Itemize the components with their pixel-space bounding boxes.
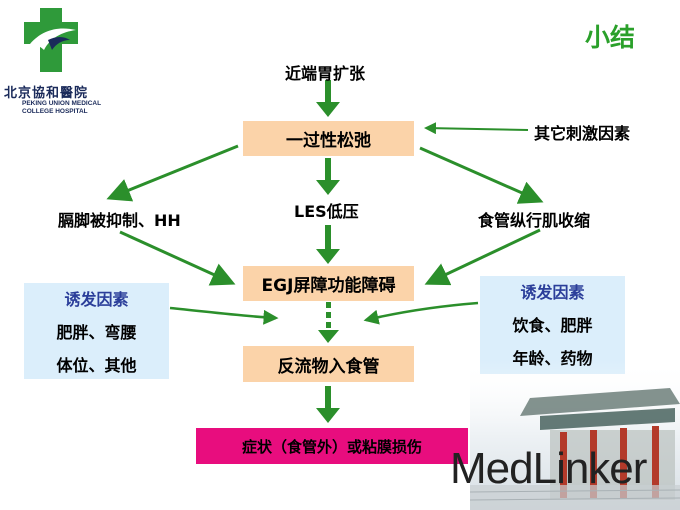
- tlesr-box: 一过性松弛: [243, 121, 414, 156]
- right-factors-line1: 饮食、肥胖: [512, 316, 593, 335]
- slide-title: 小结: [585, 23, 636, 52]
- arrow-top-to-tlesr: [316, 80, 340, 117]
- dotted-arrow-egj-to-reflux: [318, 302, 339, 343]
- symptoms-result-box: 症状（食管外）或粘膜损伤: [196, 428, 468, 464]
- crural-inhibition-label: 膈脚被抑制、HH: [58, 211, 181, 230]
- arrow-tlesr-to-left: [106, 144, 239, 202]
- left-factors-line2: 体位、其他: [56, 356, 137, 375]
- left-trigger-factors: 诱发因素 肥胖、弯腰 体位、其他: [24, 283, 169, 379]
- logo-cross-icon: [24, 8, 78, 72]
- egj-dysfunction-box: EGJ屏障功能障碍: [243, 266, 414, 301]
- arrow-right-factors: [363, 301, 479, 325]
- arrow-left-factors: [169, 306, 279, 325]
- les-low-pressure-label: LES低压: [294, 202, 359, 221]
- reflux-box: 反流物入食管: [243, 346, 414, 382]
- arrow-tlesr-to-les: [316, 158, 340, 195]
- left-factors-heading: 诱发因素: [64, 290, 129, 309]
- arrow-left-to-egj: [119, 230, 236, 286]
- arrow-reflux-to-result: [316, 386, 340, 423]
- logo-english-name: PEKING UNION MEDICAL COLLEGE HOSPITAL: [22, 100, 102, 115]
- other-stimuli-label: 其它刺激因素: [534, 124, 631, 143]
- medlinker-watermark: MedLinker: [450, 444, 647, 493]
- proximal-gastric-distension-label: 近端胃扩张: [285, 64, 366, 83]
- arrow-right-to-egj: [424, 228, 541, 286]
- arrow-other-stimuli: [424, 122, 529, 135]
- hospital-building-image: [470, 360, 680, 510]
- left-factors-line1: 肥胖、弯腰: [56, 323, 137, 342]
- longitudinal-muscle-label: 食管纵行肌收缩: [478, 211, 591, 230]
- arrow-tlesr-to-right: [419, 146, 544, 204]
- right-factors-heading: 诱发因素: [520, 283, 585, 302]
- hospital-logo: [0, 0, 120, 125]
- logo-chinese-name: 北京協和醫院: [4, 86, 89, 101]
- arrow-les-to-egj: [316, 225, 340, 264]
